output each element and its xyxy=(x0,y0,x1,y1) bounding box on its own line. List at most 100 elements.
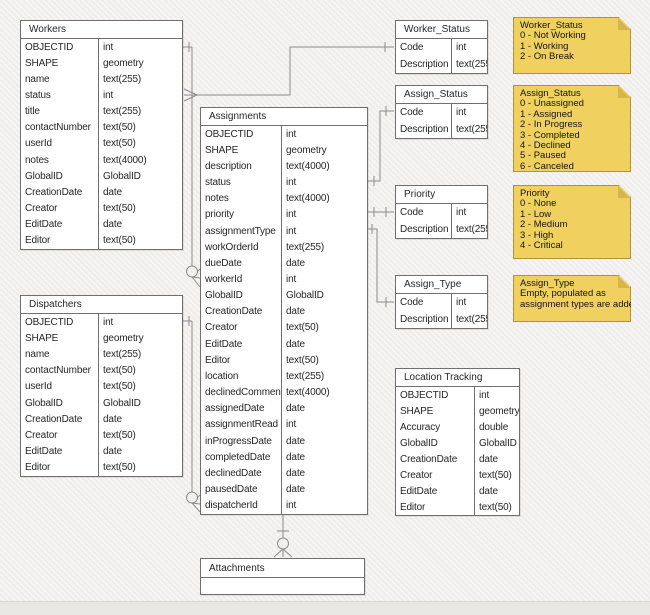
field-type: date xyxy=(281,303,367,320)
field-type: int xyxy=(281,206,367,223)
note-title: Worker_Status xyxy=(520,20,583,31)
entity-title: Worker_Status xyxy=(396,21,487,39)
entity-title: Assignments xyxy=(201,108,367,126)
field-name: Code xyxy=(400,42,424,53)
field-type: int xyxy=(281,126,367,143)
field-name: EditDate xyxy=(25,446,63,458)
field-name: Description xyxy=(400,314,449,325)
field-type: text(255) xyxy=(451,311,487,328)
field-type: text(50) xyxy=(98,200,182,217)
field-type: text(255) xyxy=(281,368,367,385)
relationship-assignments-priority-to-priority xyxy=(368,207,394,217)
field-name: workerId xyxy=(205,273,243,285)
field-type: date xyxy=(98,184,182,201)
field-name: GlobalID xyxy=(25,397,63,409)
note-line: 4 - Critical xyxy=(520,240,563,252)
entity-row: OBJECTID int xyxy=(21,314,182,331)
field-type: date xyxy=(281,465,367,482)
field-name: GlobalID xyxy=(25,170,63,182)
field-name: userId xyxy=(25,381,52,393)
field-type: text(255) xyxy=(451,56,487,73)
field-name: assignmentRead xyxy=(205,419,278,431)
field-type: text(50) xyxy=(98,378,182,395)
entity-attachments[interactable]: Attachments xyxy=(200,558,365,595)
field-type: int xyxy=(451,104,487,121)
note-title: Priority xyxy=(520,188,550,199)
entity-body xyxy=(201,578,364,594)
field-type: date xyxy=(281,449,367,466)
field-type: text(255) xyxy=(451,121,487,138)
field-name: SHAPE xyxy=(205,144,239,156)
field-name: GlobalID xyxy=(400,437,438,449)
field-type: geometry xyxy=(474,403,519,419)
field-name: assignedDate xyxy=(205,403,265,415)
field-type: text(50) xyxy=(281,352,367,369)
field-type: text(50) xyxy=(98,135,182,152)
field-type: text(255) xyxy=(281,239,367,256)
field-type: date xyxy=(474,483,519,499)
entity-title: Dispatchers xyxy=(21,296,182,314)
field-name: OBJECTID xyxy=(25,316,74,328)
field-type: int xyxy=(451,204,487,221)
field-name: Description xyxy=(400,59,449,70)
field-type: text(4000) xyxy=(281,190,367,207)
field-name: Creator xyxy=(400,469,433,481)
field-type: int xyxy=(98,314,182,331)
field-type: text(50) xyxy=(98,232,182,249)
entity-row: pausedDate date xyxy=(201,481,367,498)
field-type: GlobalID xyxy=(281,287,367,304)
field-name: pausedDate xyxy=(205,484,258,496)
note-line: 1 - Assigned xyxy=(520,108,573,120)
entity-row: priority int xyxy=(201,206,367,223)
field-name: OBJECTID xyxy=(25,41,74,53)
field-name: EditDate xyxy=(205,338,243,350)
field-name: Accuracy xyxy=(400,421,440,433)
field-name: userId xyxy=(25,138,52,150)
entity-title: Attachments xyxy=(201,559,364,578)
field-type: date xyxy=(98,216,182,233)
field-name: dueDate xyxy=(205,257,242,269)
field-name: description xyxy=(205,160,252,172)
field-type: int xyxy=(281,497,367,514)
field-type: text(50) xyxy=(98,427,182,444)
field-type: text(50) xyxy=(98,119,182,136)
field-name: CreationDate xyxy=(25,186,83,198)
note-line: 5 - Paused xyxy=(520,150,566,162)
field-type: date xyxy=(281,481,367,498)
field-name: priority xyxy=(205,209,234,221)
